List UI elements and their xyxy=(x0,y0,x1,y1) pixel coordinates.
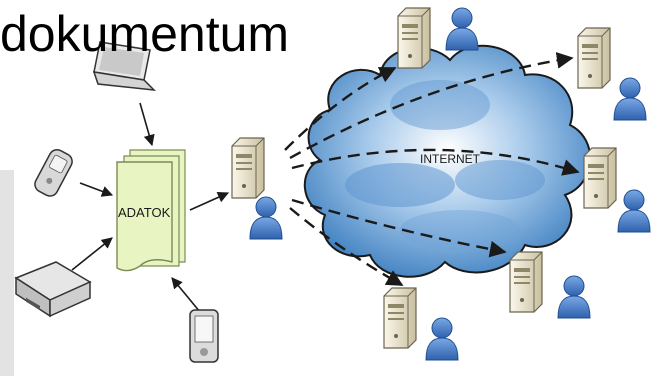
user-icon-bottom-right xyxy=(557,275,591,319)
user-icon-top-right xyxy=(613,77,647,121)
dashed-arrow-bottom-right xyxy=(291,198,507,258)
user-icon-bottom xyxy=(425,317,459,361)
dashed-arrow-top xyxy=(284,66,397,151)
server-icon-bottom-right xyxy=(509,251,543,313)
server-icon-bottom xyxy=(383,287,417,349)
central-user-icon xyxy=(249,196,283,240)
mobile-phone-icon xyxy=(34,149,73,197)
server-icon-top xyxy=(397,7,431,69)
user-icon-top xyxy=(445,7,479,51)
side-panel xyxy=(0,170,14,376)
cloud-label: INTERNET xyxy=(420,152,481,166)
server-icon-right xyxy=(583,147,617,209)
dashed-arrow-bottom xyxy=(289,207,404,287)
laptop-icon xyxy=(92,41,157,91)
server-icon-top-right xyxy=(577,27,611,89)
data-document-stack xyxy=(116,149,186,272)
pda-icon xyxy=(189,309,219,363)
arrow-laptop-to-data xyxy=(139,102,155,147)
internet-cloud xyxy=(303,44,592,278)
arrow-phone-to-data xyxy=(79,182,114,197)
central-server-icon xyxy=(231,137,265,199)
arrow-stb-to-data xyxy=(71,237,113,271)
arrow-data-to-server xyxy=(189,192,230,211)
arrow-pda-to-data xyxy=(171,277,201,313)
user-icon-right xyxy=(617,189,651,233)
dashed-arrow-right xyxy=(291,148,580,176)
set-top-box-icon xyxy=(14,261,92,318)
page-title: dokumentum xyxy=(0,6,290,62)
dashed-arrow-top-right xyxy=(289,52,574,160)
data-store-label: ADATOK xyxy=(118,205,171,220)
